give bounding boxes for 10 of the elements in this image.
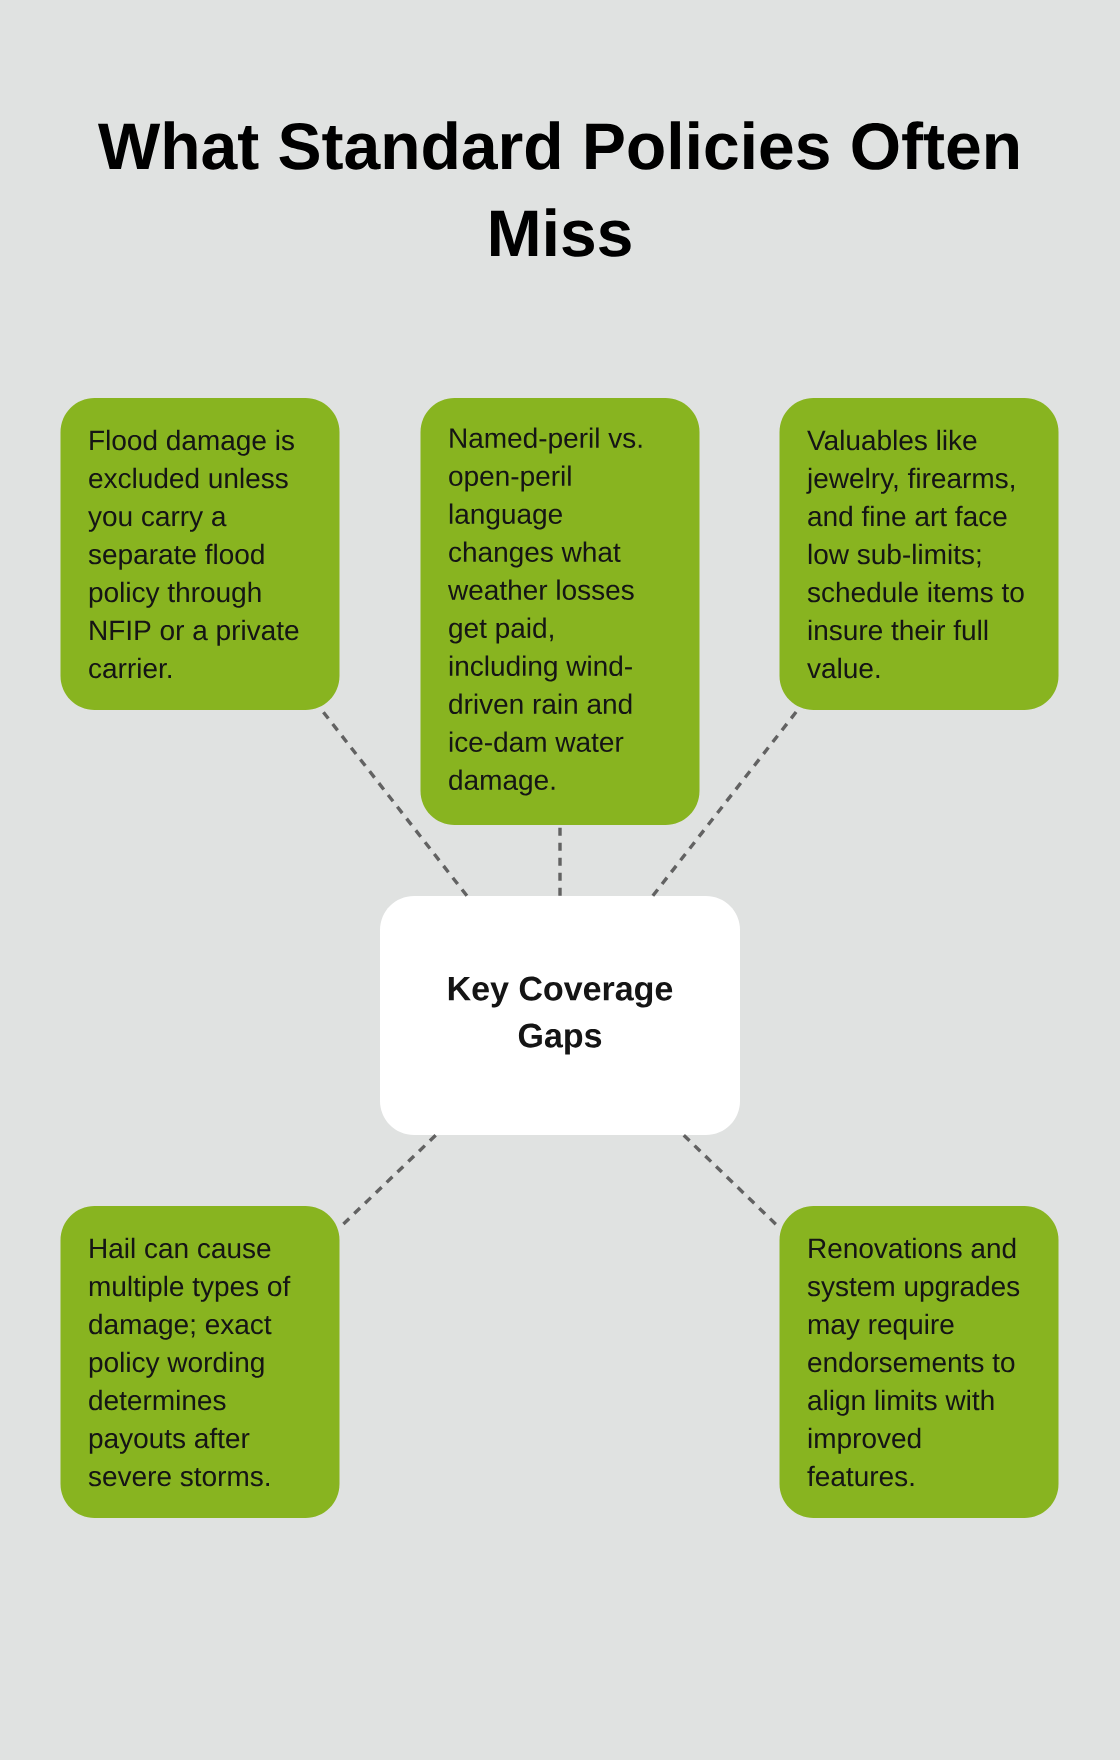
hub-box: Key Coverage Gaps — [380, 896, 740, 1135]
title: What Standard Policies Often Miss — [98, 121, 1018, 257]
connector-line — [558, 825, 562, 896]
text-card: Named-peril vs. open-peril language changes what weather losses get paid, including wind-driven rain and ice-dam water damage. — [420, 398, 700, 825]
text-card: Hail can cause multiple types of damage; exact policy wording determines payouts after severe storms. — [60, 1206, 340, 1518]
text-card: Flood damage is excluded unless you carry a separate flood policy through NFIP or a private carrier. — [60, 398, 340, 710]
connector-line — [320, 709, 469, 897]
text-card: Renovations and system upgrades may require endorsements to align limits with improved features. — [779, 1206, 1059, 1518]
connector-line — [651, 709, 799, 897]
text-card: Valuables like jewelry, firearms, and fine art face low sub-limits; schedule items to insure their full value. — [779, 398, 1059, 710]
